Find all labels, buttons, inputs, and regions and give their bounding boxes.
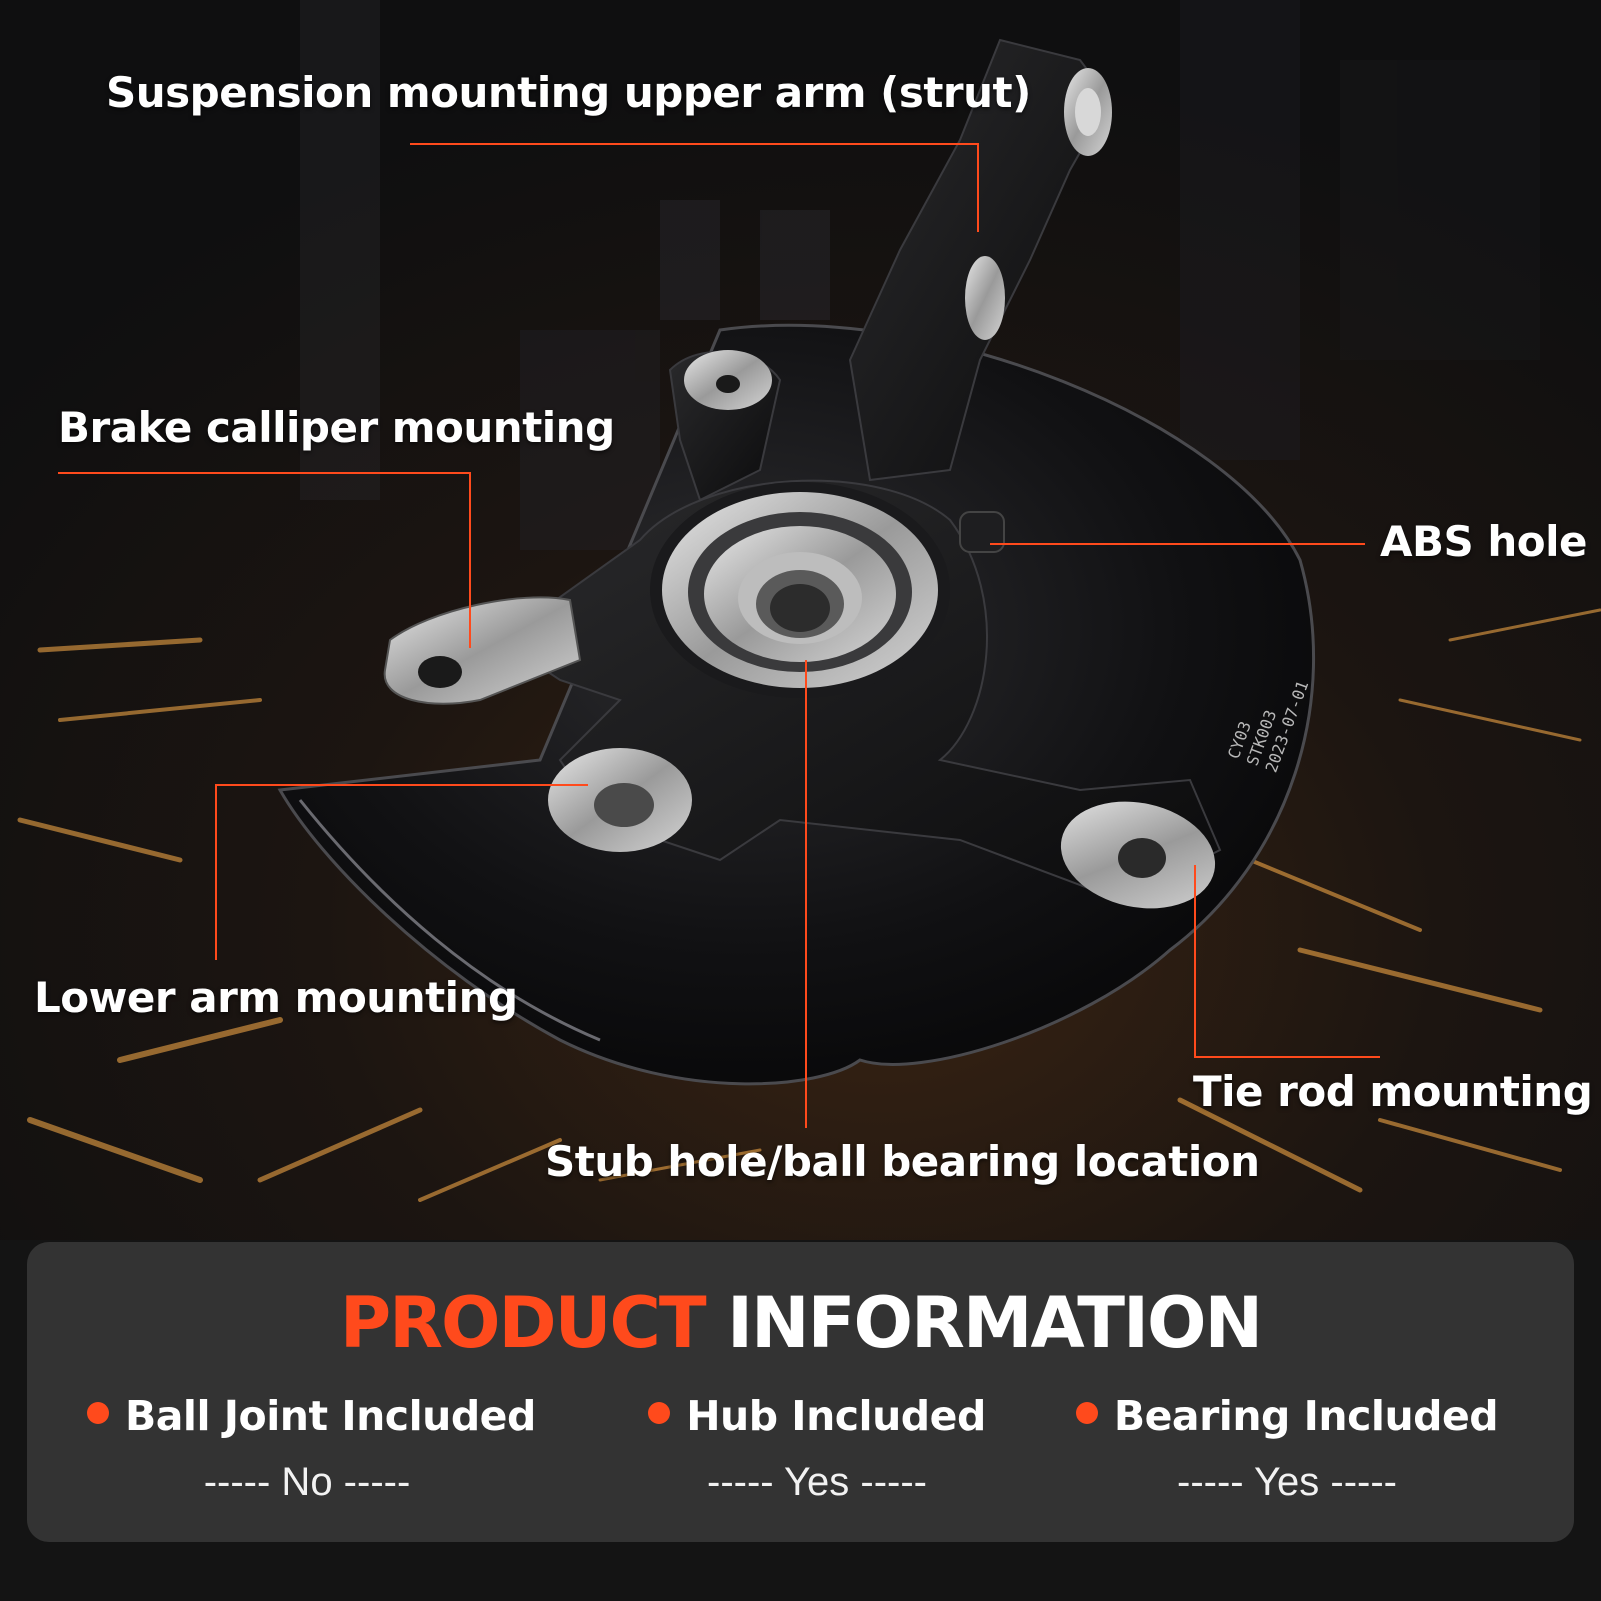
title-rest: INFORMATION [727, 1282, 1263, 1364]
info-item-ball-joint: Ball Joint Included ----- No ----- [87, 1392, 536, 1505]
bullet-icon [648, 1402, 671, 1424]
info-label: Hub Included [686, 1392, 986, 1440]
info-item-hub: Hub Included ----- Yes ----- [617, 1392, 1017, 1505]
info-value: ----- Yes ----- [707, 1460, 927, 1504]
info-value: ----- Yes ----- [1177, 1460, 1397, 1504]
info-item-bearing: Bearing Included ----- Yes ----- [1067, 1392, 1507, 1505]
callout-tie-rod: Tie rod mounting [1193, 1067, 1593, 1116]
callout-brake-caliper: Brake calliper mounting [58, 403, 615, 452]
info-value: ----- No ----- [203, 1460, 411, 1504]
callout-abs-hole: ABS hole [1380, 517, 1588, 566]
info-label: Ball Joint Included [125, 1392, 536, 1440]
lower-arm-boss [548, 748, 692, 852]
steering-knuckle: CY03 STK003 2023-07-01 [277, 38, 1316, 1086]
bullet-icon [1075, 1402, 1098, 1424]
callout-lower-arm: Lower arm mounting [34, 973, 518, 1022]
product-info-title: PRODUCT INFORMATION [27, 1282, 1574, 1364]
product-info-panel: PRODUCT INFORMATION Ball Joint Included … [27, 1242, 1574, 1542]
sparks [17, 608, 1601, 1202]
hub-bearing [650, 482, 950, 698]
tie-rod-boss [1060, 801, 1216, 909]
callout-stub-hole: Stub hole/ball bearing location [545, 1137, 1260, 1186]
info-label: Bearing Included [1113, 1392, 1499, 1440]
leader-brake-caliper [58, 472, 471, 648]
abs-sensor-boss [959, 511, 1005, 553]
callout-upper-arm: Suspension mounting upper arm (strut) [106, 68, 1031, 117]
bullet-icon [87, 1402, 109, 1424]
product-scene: CY03 STK003 2023-07-01 [0, 0, 1601, 1240]
leader-tie-rod [1194, 865, 1380, 1058]
callout-leaders [58, 143, 1380, 1128]
leader-lower-arm [215, 784, 588, 960]
workshop-machinery [300, 0, 1540, 550]
leader-upper-arm [410, 143, 979, 232]
title-accent: PRODUCT [339, 1282, 707, 1364]
